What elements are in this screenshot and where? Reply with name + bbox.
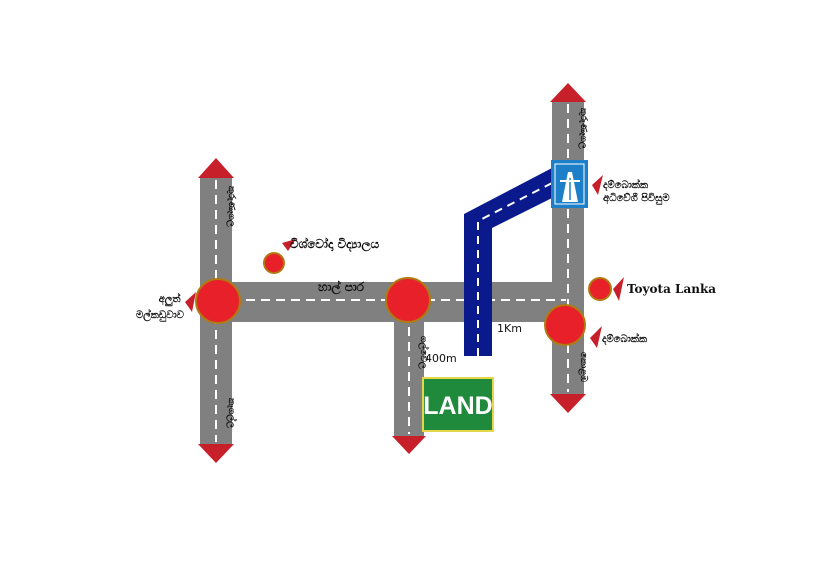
school-marker <box>263 252 285 274</box>
toyota-marker <box>588 277 612 301</box>
left-top-road-label: කුරුණෑගල <box>225 186 237 227</box>
expressway-sign-icon <box>551 160 588 208</box>
highway-entrance-label: දම්බොක්ක අධිවේගී පිවිසුම <box>603 178 670 205</box>
school-pointer <box>282 239 296 251</box>
expressway-band <box>464 168 552 356</box>
road-network <box>200 100 584 446</box>
arrowhead-side-bottom <box>392 436 426 454</box>
road-end-arrows <box>198 83 586 463</box>
main-road-label: හාල් පාර <box>318 280 365 296</box>
arrowhead-left-bottom <box>198 444 234 463</box>
pointer-triangles <box>185 175 624 348</box>
lane-markings <box>215 104 569 442</box>
arrowhead-right-bottom <box>550 394 586 413</box>
school-label: විශ්වෝදා විද්‍යාලය <box>290 237 379 253</box>
land-label: LAND <box>423 392 492 420</box>
side-road-label: ගල්වෙල <box>417 336 430 369</box>
highway-pointer <box>592 175 603 195</box>
dambokka-pointer <box>590 326 602 348</box>
right-bottom-road-label: කොළඹ <box>577 352 589 382</box>
land-marker: LAND <box>422 377 494 432</box>
dambokka-label: දම්බොක්ක <box>602 332 648 346</box>
expressway <box>464 168 553 356</box>
distance-400m-label: 400m <box>425 352 457 365</box>
toyota-pointer <box>613 277 624 301</box>
new-market-pointer <box>185 292 196 312</box>
junction-markers <box>195 252 612 346</box>
arrowhead-left-top <box>198 158 234 178</box>
left-bottom-road-label: කෑගල්ල <box>225 398 238 428</box>
new-market-label: අලුත් මල්කඩුවාව <box>136 292 185 322</box>
junction-center <box>385 277 431 323</box>
junction-dambokka <box>544 304 586 346</box>
junction-left <box>195 278 241 324</box>
right-top-road-label: කුරුණෑගල <box>577 108 589 149</box>
distance-1km-label: 1Km <box>497 322 522 335</box>
toyota-label: Toyota Lanka <box>627 282 716 296</box>
map-labels: විශ්වෝදා විද්‍යාලය හාල් පාර 400m 1Km Toy… <box>136 108 716 428</box>
arrowhead-right-top <box>550 83 586 102</box>
